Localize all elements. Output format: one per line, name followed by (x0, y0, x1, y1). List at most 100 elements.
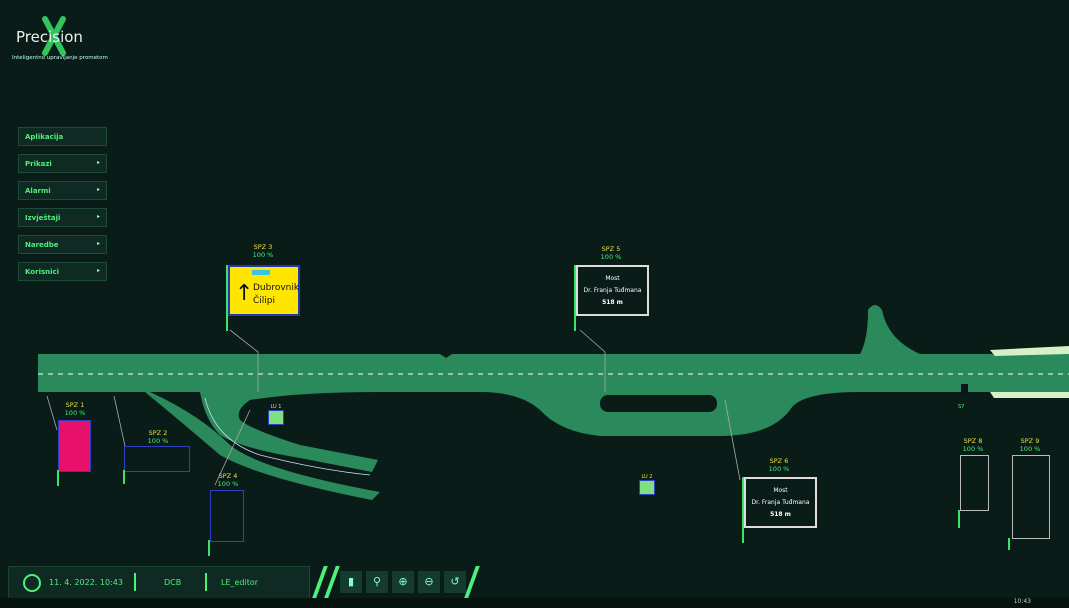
sign-percent: 100 % (600, 253, 622, 261)
sign-line2: Dr. Franja Tuđmana (751, 499, 810, 506)
tagline: Inteligentno upravljanje prometom (12, 55, 108, 61)
map-button[interactable]: ▮ (340, 571, 362, 593)
zoom-out-button[interactable]: ⊖ (418, 571, 440, 593)
spz2-sign[interactable] (124, 446, 190, 472)
chevron-right-icon: ▸ (96, 186, 100, 193)
menu-item-4[interactable]: Naredbe ▸ (18, 235, 107, 254)
logo-x-mark (42, 16, 66, 56)
sign-name: SPZ 6 (769, 457, 789, 465)
main-road (38, 305, 1069, 472)
status-station: DCB (164, 578, 182, 587)
sign-line2: Dr. Franja Tuđmana (583, 287, 642, 294)
sign-percent: 100 % (768, 465, 790, 473)
sign-name: SPZ 2 (148, 429, 168, 437)
sign-line2: Čilipi (253, 296, 275, 306)
chevron-right-icon: ▸ (96, 267, 100, 274)
status-bar: 11. 4. 2022. 10:43 DCB LE_editor (8, 566, 310, 600)
sign-name: SPZ 5 (601, 245, 621, 253)
map-icon: ▮ (347, 575, 355, 588)
sign-line1: Dubrovnik (253, 283, 300, 293)
chevron-right-icon: ▸ (96, 213, 100, 220)
search-icon: ⚲ (372, 575, 382, 588)
zoom-out-icon: ⊖ (424, 575, 434, 588)
sign-percent: 100 % (1019, 445, 1041, 453)
menu-item-3[interactable]: Izvještaji ▸ (18, 208, 107, 227)
logo: Precision (16, 28, 83, 46)
clock-icon (23, 574, 41, 592)
sign-line1: Most (773, 487, 788, 494)
reset-view-button[interactable]: ↺ (444, 571, 466, 593)
sign-post (123, 470, 125, 484)
sign-percent: 100 % (252, 251, 274, 259)
spz8-sign[interactable] (960, 455, 989, 511)
sign-post (742, 477, 744, 543)
lu-1[interactable]: LU 1 (267, 404, 285, 425)
sign-post (1008, 538, 1010, 550)
menu-item-2[interactable]: Alarmi ▸ (18, 181, 107, 200)
spz9-sign[interactable] (1012, 455, 1050, 539)
sign-post (958, 510, 960, 528)
menu-item-0[interactable]: Aplikacija (18, 127, 107, 146)
lu-name: LU 2 (641, 474, 653, 480)
sign-post (57, 470, 59, 486)
menu-label: Korisnici (25, 268, 60, 276)
sign-name: SPZ 3 (253, 243, 273, 251)
menu-item-5[interactable]: Korisnici ▸ (18, 262, 107, 281)
menu-label: Izvještaji (25, 214, 61, 222)
spz1-sign[interactable] (58, 420, 91, 472)
menu-label: Naredbe (25, 241, 59, 249)
chevron-right-icon: ▸ (96, 240, 100, 247)
sign-line3: 518 m (770, 511, 791, 518)
status-user: LE_editor (221, 578, 259, 587)
menu-label: Prikazi (25, 160, 52, 168)
zoom-in-button[interactable]: ⊕ (392, 571, 414, 593)
menu-label: Aplikacija (25, 133, 64, 141)
lu-sign-icon (639, 480, 655, 495)
sign-line1: Most (605, 275, 620, 282)
zoom-in-icon: ⊕ (398, 575, 408, 588)
status-lights (252, 270, 270, 275)
taskbar: 10:43 (0, 598, 1069, 608)
chevron-right-icon: ▸ (96, 159, 100, 166)
sign-percent: 100 % (147, 437, 169, 445)
s7-sensor (961, 384, 968, 394)
sign-post (226, 265, 228, 331)
status-divider (134, 573, 136, 591)
menu-item-1[interactable]: Prikazi ▸ (18, 154, 107, 173)
lu-2[interactable]: LU 2 (638, 474, 656, 495)
sign-name: SPZ 4 (218, 472, 238, 480)
sign-percent: 100 % (217, 480, 239, 488)
island (600, 395, 717, 412)
status-datetime: 11. 4. 2022. 10:43 (49, 578, 123, 587)
road-end-stripes (990, 346, 1069, 398)
menu-label: Alarmi (25, 187, 51, 195)
sign-name: SPZ 1 (65, 401, 85, 409)
spz4-sign[interactable] (210, 490, 244, 542)
lu-name: LU 1 (270, 404, 282, 410)
sign-post (574, 265, 576, 331)
sign-post (208, 540, 210, 556)
lane-line (204, 397, 371, 476)
sign-name: SPZ 8 (963, 437, 983, 445)
sign-name: SPZ 9 (1020, 437, 1040, 445)
status-divider (205, 573, 207, 591)
arrow-up-icon: ↑ (235, 281, 254, 306)
sign-percent: 100 % (64, 409, 86, 417)
reset-view-icon: ↺ (450, 575, 460, 588)
search-button[interactable]: ⚲ (366, 571, 388, 593)
sign-line3: 518 m (602, 299, 623, 306)
taskbar-time: 10:43 (1013, 598, 1031, 605)
s7-label: S7 (958, 404, 965, 410)
lu-sign-icon (268, 410, 284, 425)
